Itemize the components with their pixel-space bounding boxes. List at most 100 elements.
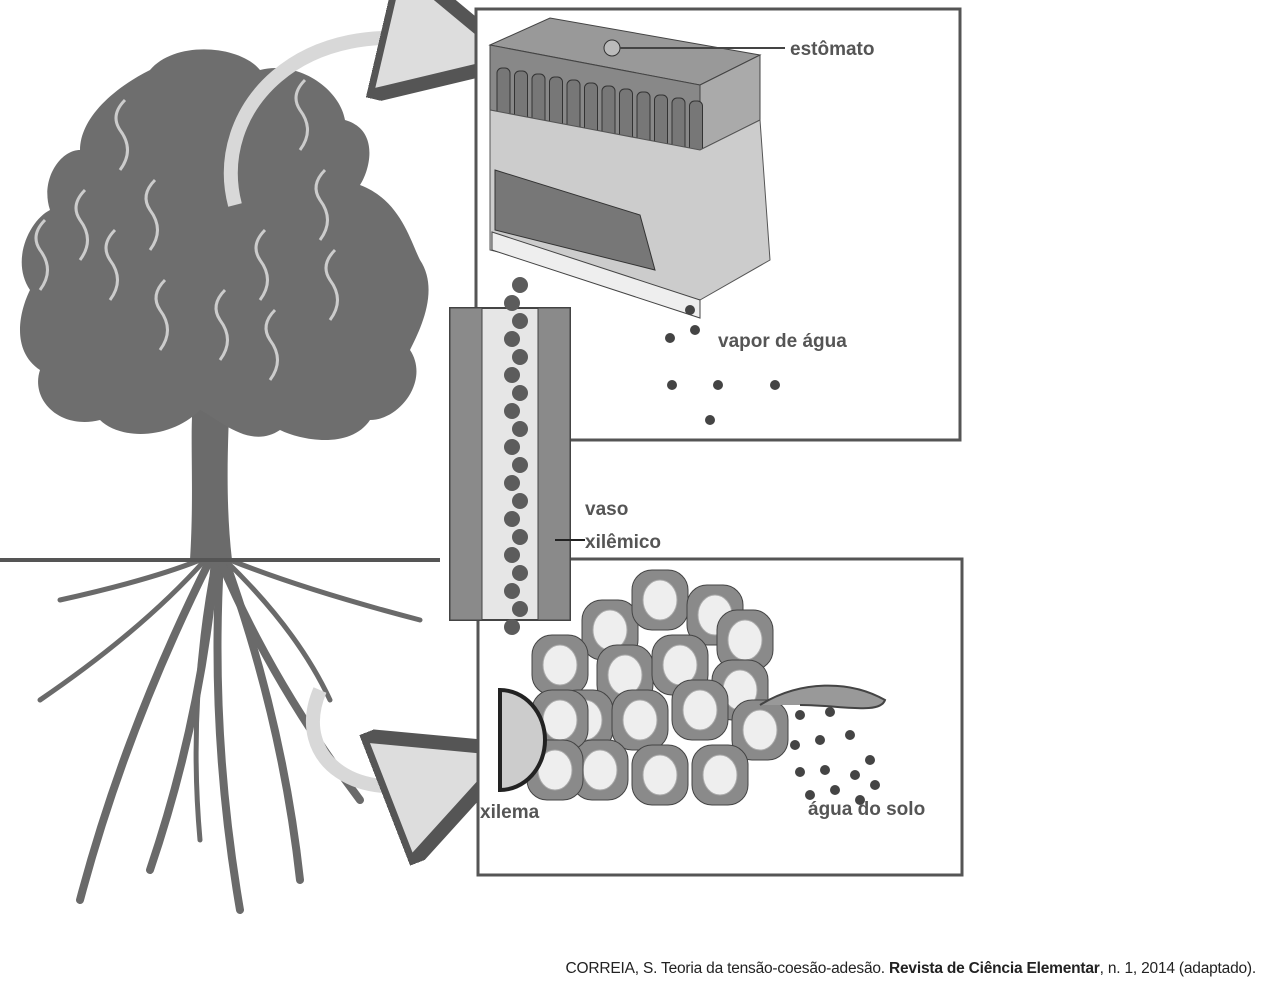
water-flow-arrow: [314, 168, 329, 241]
water-flow-arrow: [114, 98, 129, 171]
root-branch: [37, 557, 208, 703]
vessel-wall-right: [537, 307, 571, 621]
crown-water-arrows: [34, 78, 339, 381]
water-flow-arrow: [214, 288, 229, 361]
water-flow-arrow: [294, 78, 309, 151]
root-branch: [57, 557, 203, 603]
soil-water-molecule: [790, 740, 800, 750]
water-molecule: [512, 385, 528, 401]
water-molecule: [512, 565, 528, 581]
label-stomata: estômato: [790, 39, 874, 60]
root-cell-vacuole: [642, 754, 678, 796]
tree-roots: [37, 556, 423, 914]
water-vapor-molecule: [685, 305, 695, 315]
root-branch: [221, 556, 304, 884]
root-cell-vacuole: [542, 644, 578, 686]
root-branch: [193, 557, 218, 843]
root-cell-vacuole: [642, 579, 678, 621]
label-vessel-line1: vaso: [585, 499, 628, 520]
water-molecule: [504, 439, 520, 455]
water-molecule: [504, 475, 520, 491]
soil-water-group: [790, 707, 880, 805]
root-cell-vacuole: [622, 699, 658, 741]
soil-water-molecule: [830, 785, 840, 795]
water-molecule: [504, 367, 520, 383]
water-vapor-molecule: [705, 415, 715, 425]
root-branch: [213, 556, 244, 914]
soil-water-molecule: [855, 795, 865, 805]
soil-water-molecule: [820, 765, 830, 775]
water-flow-arrow: [34, 218, 49, 291]
water-molecule: [512, 349, 528, 365]
xylem-section: [498, 687, 547, 793]
soil-water-molecule: [815, 735, 825, 745]
tree-illustration: [0, 49, 440, 914]
root-cell-vacuole: [607, 654, 643, 696]
root-branch: [76, 556, 214, 904]
water-vapor-molecule: [713, 380, 723, 390]
water-vapor-molecule: [667, 380, 677, 390]
water-flow-arrow: [264, 308, 279, 381]
root-branch: [222, 557, 333, 703]
root-cell-vacuole: [662, 644, 698, 686]
root-hair: [759, 684, 887, 710]
water-molecule: [512, 493, 528, 509]
soil-water-molecule: [850, 770, 860, 780]
citation-details: , n. 1, 2014 (adaptado).: [1099, 960, 1257, 977]
soil-water-molecule: [870, 780, 880, 790]
water-flow-arrow: [254, 228, 269, 301]
water-molecule: [504, 403, 520, 419]
root-cell-vacuole: [592, 609, 628, 651]
leaf-vein: [494, 169, 656, 271]
citation-journal: Revista de Ciência Elementar: [889, 960, 1100, 977]
label-soil-water: água do solo: [808, 799, 925, 820]
water-flow-arrow: [324, 248, 339, 321]
water-molecule: [504, 331, 520, 347]
leaf-cross-section: [488, 17, 785, 425]
soil-water-molecule: [825, 707, 835, 717]
label-vessel-line2: xilêmico: [585, 532, 661, 553]
root-cell-vacuole: [727, 619, 763, 661]
soil-water-molecule: [805, 790, 815, 800]
water-flow-arrow: [104, 228, 119, 301]
water-molecule: [504, 295, 520, 311]
soil-water-molecule: [865, 755, 875, 765]
water-molecule: [512, 421, 528, 437]
root-cross-section: [498, 569, 887, 806]
water-flow-arrow: [74, 188, 89, 261]
tree-crown: [20, 49, 429, 441]
tree-trunk: [190, 390, 232, 560]
curved-arrow-bottom: [306, 687, 450, 786]
root-branch: [146, 556, 219, 874]
water-molecule: [512, 313, 528, 329]
water-vapor-molecule: [665, 333, 675, 343]
water-molecule: [504, 547, 520, 563]
root-cell-vacuole: [542, 699, 578, 741]
label-xylem: xilema: [480, 802, 540, 823]
vessel-wall-left: [449, 307, 483, 621]
curved-arrow-top: [223, 38, 450, 207]
water-molecule: [504, 583, 520, 599]
water-vapor-group: [665, 305, 780, 425]
root-cell-vacuole: [582, 749, 618, 791]
spongy-mesophyll: [489, 109, 771, 301]
root-branch: [227, 557, 423, 623]
water-molecule: [512, 529, 528, 545]
water-molecule: [512, 457, 528, 473]
label-water-vapor: vapor de água: [718, 331, 847, 352]
root-cell-vacuole: [702, 754, 738, 796]
water-vapor-molecule: [690, 325, 700, 335]
stomata-marker: [603, 39, 621, 57]
soil-water-molecule: [795, 767, 805, 777]
leaf-lower-epidermis: [491, 231, 701, 319]
citation-author: CORREIA, S. Teoria da tensão-coesão-ades…: [565, 960, 886, 977]
root-cell-vacuole: [742, 709, 778, 751]
soil-water-molecule: [845, 730, 855, 740]
xylem-vessel: [449, 277, 585, 635]
vessel-water-column: [504, 277, 528, 635]
water-molecule: [504, 511, 520, 527]
soil-water-molecule: [795, 710, 805, 720]
water-molecule: [504, 619, 520, 635]
water-vapor-molecule: [770, 380, 780, 390]
